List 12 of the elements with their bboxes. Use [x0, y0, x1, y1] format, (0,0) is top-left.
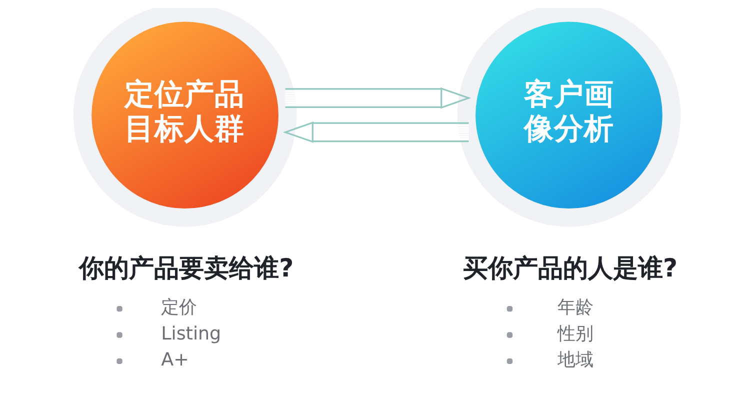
arrow [284, 87, 471, 109]
node-label: 性别 [557, 323, 594, 344]
node-label: A+ [160, 350, 188, 371]
node-label: 定价 [160, 297, 197, 318]
node-label: 年龄 [557, 297, 594, 318]
node-label: 你的产品要卖给谁? [78, 253, 294, 282]
node-label: 地域 [557, 350, 594, 371]
node-circle: 定位产品目标人群 [72, 8, 296, 227]
arrow [282, 122, 468, 143]
node-label: Listing [160, 323, 221, 344]
node-label: 买你产品的人是谁? [462, 253, 678, 282]
node-circle: 客户画像分析 [456, 8, 680, 227]
